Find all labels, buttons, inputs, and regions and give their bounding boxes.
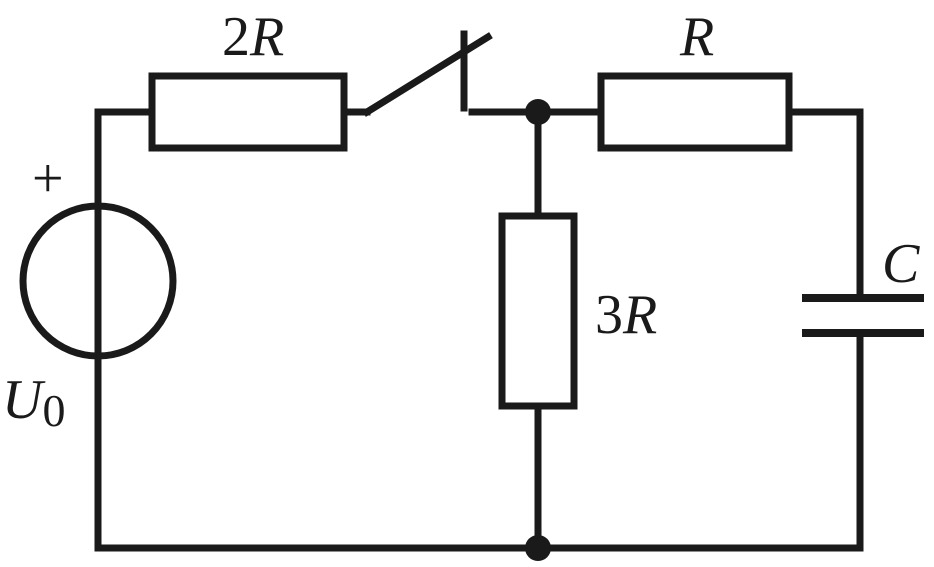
- junction-node-top: [525, 99, 551, 125]
- junction-node-bottom: [525, 535, 551, 561]
- label-r: R: [679, 6, 714, 68]
- wire-right-bottom: [94, 329, 864, 552]
- switch: [362, 30, 493, 117]
- label-r-name: R: [679, 6, 714, 68]
- label-c: C: [882, 233, 920, 295]
- label-u0-subscript: 0: [42, 385, 65, 436]
- wire-left-top: [94, 108, 156, 209]
- wires: [94, 108, 864, 552]
- label-plus: +: [32, 148, 64, 210]
- resistor-2r: [148, 72, 348, 152]
- capacitor: [802, 294, 924, 337]
- label-3r: 3R: [595, 284, 657, 346]
- label-u0-name: U: [2, 369, 46, 431]
- label-3r-coef: 3: [595, 284, 623, 346]
- label-u0: U0: [2, 369, 65, 436]
- resistor-3r: [498, 212, 578, 410]
- label-3r-name: R: [622, 284, 657, 346]
- label-2r-coef: 2: [222, 6, 250, 68]
- switch-blade: [362, 32, 493, 117]
- label-2r-name: R: [249, 6, 284, 68]
- wire-right-top: [785, 108, 864, 302]
- resistor-r: [597, 72, 793, 152]
- label-2r: 2R: [222, 6, 284, 68]
